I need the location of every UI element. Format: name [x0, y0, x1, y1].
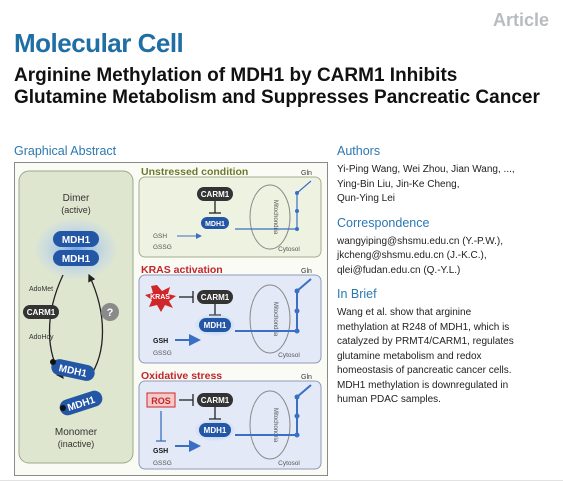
authors-heading: Authors [337, 144, 381, 158]
graphical-abstract: Dimer (active) MDH1 MDH1 AdoMet CARM1 Ad… [14, 162, 328, 476]
svg-text:KRAS: KRAS [150, 294, 170, 301]
in-brief-line: catalyzed by PRMT4/CARM1, regulates [337, 336, 514, 347]
graphical-abstract-figure: Dimer (active) MDH1 MDH1 AdoMet CARM1 Ad… [18, 166, 322, 470]
svg-text:CARM1: CARM1 [201, 396, 230, 405]
svg-text:MDH1: MDH1 [205, 221, 225, 228]
in-brief-line: homeostasis of pancreatic cancer cells. [337, 365, 512, 376]
panel-unstressed-title: Unstressed condition [141, 166, 248, 178]
svg-text:MDH1: MDH1 [62, 254, 91, 265]
graphical-abstract-label: Graphical Abstract [14, 144, 117, 158]
svg-text:GSH: GSH [153, 338, 168, 345]
authors-line: Ying-Bin Liu, Jin-Ke Cheng, [337, 178, 460, 190]
svg-text:Cytosol: Cytosol [278, 352, 300, 359]
panel-kras-title: KRAS activation [141, 264, 223, 276]
unknown-demethylase [101, 303, 119, 321]
dimer-label: Dimer [63, 193, 90, 204]
panel-kras: KRAS activation Gln KRAS CARM1 MDH1 GSH … [138, 264, 322, 364]
in-brief-line: MDH1 methylation is downregulated in [337, 379, 509, 391]
carm1-left [23, 305, 59, 319]
svg-text:MDH1: MDH1 [204, 321, 227, 330]
article-type-label: Article [492, 10, 549, 30]
panel-oxidative-title: Oxidative stress [141, 370, 222, 382]
in-brief-line: human PDAC samples. [337, 394, 441, 405]
svg-text:Cytosol: Cytosol [278, 460, 300, 467]
page-divider [0, 480, 563, 481]
mdh1-monomer-1: MDH1 [51, 359, 95, 381]
dimer-state: (active) [61, 205, 91, 215]
svg-text:CARM1: CARM1 [27, 308, 56, 317]
svg-text:MDH1: MDH1 [204, 426, 227, 435]
correspondence-email[interactable]: wangyiping@shsmu.edu.cn (Y.-P.W.), [337, 235, 503, 247]
mdh1-dimer-top [53, 231, 99, 247]
svg-text:GSH: GSH [153, 448, 168, 455]
demethylation-arrow [88, 273, 104, 379]
in-brief-line: methylation at R248 of MDH1, which is [337, 321, 510, 333]
svg-text:Mitochondria: Mitochondria [272, 200, 278, 235]
svg-text:Mitochondria: Mitochondria [272, 408, 278, 443]
svg-text:Gln: Gln [301, 170, 312, 177]
svg-text:GSH: GSH [153, 233, 167, 240]
svg-text:?: ? [107, 307, 114, 319]
kras-burst [145, 285, 176, 312]
mdh1-dimer-bottom [53, 250, 99, 266]
adomet-label: AdoMet [29, 286, 53, 293]
journal-title: Molecular Cell [14, 28, 184, 58]
in-brief-line: glutamine metabolism and redox [337, 350, 482, 362]
in-brief-heading: In Brief [337, 287, 377, 301]
monomer-label: Monomer [55, 427, 98, 438]
monomer-state: (inactive) [58, 439, 95, 449]
correspondence-email[interactable]: jkcheng@shsmu.edu.cn (J.-K.C.), [337, 250, 487, 261]
svg-text:CARM1: CARM1 [201, 293, 230, 302]
svg-text:Mitochondria: Mitochondria [272, 302, 278, 337]
in-brief-line: Wang et al. show that arginine [337, 307, 472, 318]
correspondence-section: Correspondence wangyiping@shsmu.edu.cn (… [337, 216, 552, 279]
summary-column: Authors Yi-Ping Wang, Wei Zhou, Jian Wan… [337, 144, 552, 417]
adohcy-label: AdoHcy [29, 334, 54, 341]
svg-text:CARM1: CARM1 [201, 190, 230, 199]
authors-line: Yi-Ping Wang, Wei Zhou, Jian Wang, ..., [337, 164, 515, 175]
in-brief-section: In Brief Wang et al. show that arginine … [337, 287, 552, 408]
svg-text:Cytosol: Cytosol [278, 246, 300, 253]
svg-text:GSSG: GSSG [153, 244, 172, 251]
authors-section: Authors Yi-Ping Wang, Wei Zhou, Jian Wan… [337, 144, 552, 207]
panel-unstressed: Unstressed condition Gln CARM1 MDH1 GSH … [138, 166, 322, 258]
svg-text:GSSG: GSSG [153, 350, 172, 357]
svg-text:Gln: Gln [301, 374, 312, 381]
panel-oxidative: Oxidative stress Gln ROS CARM1 MDH1 GSH … [138, 370, 322, 470]
svg-text:GSSG: GSSG [153, 460, 172, 467]
svg-text:MDH1: MDH1 [62, 235, 91, 246]
paper-title: Arginine Methylation of MDH1 by CARM1 In… [14, 65, 540, 108]
svg-text:ROS: ROS [151, 396, 171, 406]
authors-line: Qun-Ying Lei [337, 193, 395, 204]
correspondence-heading: Correspondence [337, 215, 430, 230]
svg-text:Gln: Gln [301, 268, 312, 275]
correspondence-email[interactable]: qlei@fudan.edu.cn (Q.-Y.L.) [337, 264, 461, 276]
